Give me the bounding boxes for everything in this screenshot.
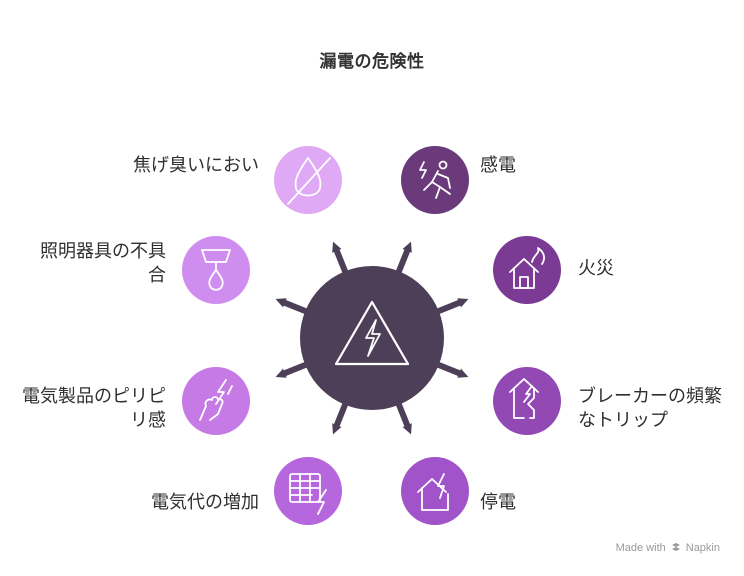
label-tingling: 電気製品のピリピリ感 (22, 386, 166, 431)
label-fire: 火災 (578, 258, 614, 279)
credit-brand: Napkin (685, 542, 720, 554)
risk-node-lighting-fault (182, 236, 250, 304)
warning-lightning-icon (334, 300, 410, 366)
risk-node-tingling (182, 367, 250, 435)
center-hub (300, 266, 444, 410)
house-fire-icon (509, 247, 545, 289)
spreadsheet-lightning-icon (289, 473, 327, 515)
risk-node-breaker-trip (493, 367, 561, 435)
risk-node-power-outage (401, 457, 469, 525)
napkin-credit[interactable]: Made with Napkin (616, 542, 720, 554)
label-power-outage: 停電 (480, 492, 516, 513)
napkin-logo-icon (671, 543, 680, 551)
risk-node-electric-shock (401, 146, 469, 214)
label-lighting-fault: 照明器具の不具合 (40, 241, 166, 286)
risk-node-burning-smell (274, 146, 342, 214)
risk-node-bill-increase (274, 457, 342, 525)
credit-text: Made with (615, 542, 666, 554)
hand-lightning-icon (199, 379, 233, 421)
label-bill-increase: 電気代の増加 (151, 492, 259, 513)
broken-house-icon (509, 378, 539, 419)
label-electric-shock: 感電 (480, 155, 516, 176)
house-lightning-icon (417, 473, 449, 511)
diagram-title: 漏電の危険性 (319, 52, 425, 72)
label-breaker-trip: ブレーカーの頻繁なトリップ (578, 386, 722, 431)
electrocution-person-icon (419, 160, 451, 199)
label-burning-smell: 焦げ臭いにおい (133, 155, 259, 176)
no-drop-icon (287, 157, 331, 205)
risk-node-fire (493, 236, 561, 304)
lamp-icon (201, 249, 231, 291)
